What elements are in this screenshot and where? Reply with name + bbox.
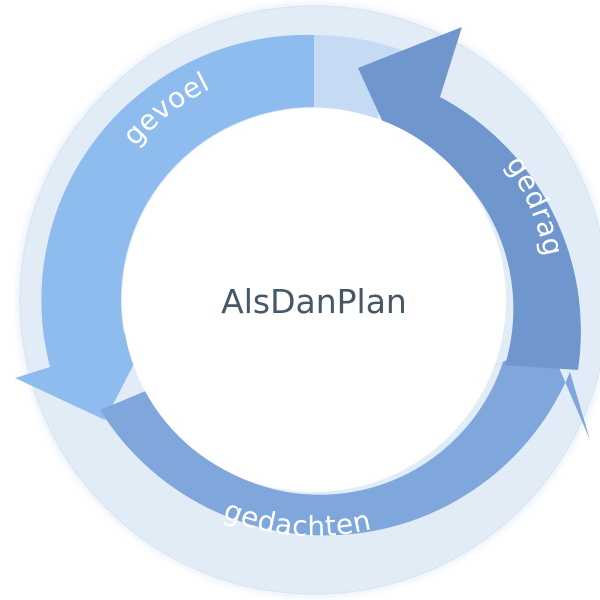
center-disc (122, 108, 506, 492)
segment-gedrag (358, 27, 581, 370)
segment-gedachten (100, 342, 590, 536)
segment-gevoel (15, 34, 314, 420)
center-title: AlsDanPlan (221, 282, 407, 321)
